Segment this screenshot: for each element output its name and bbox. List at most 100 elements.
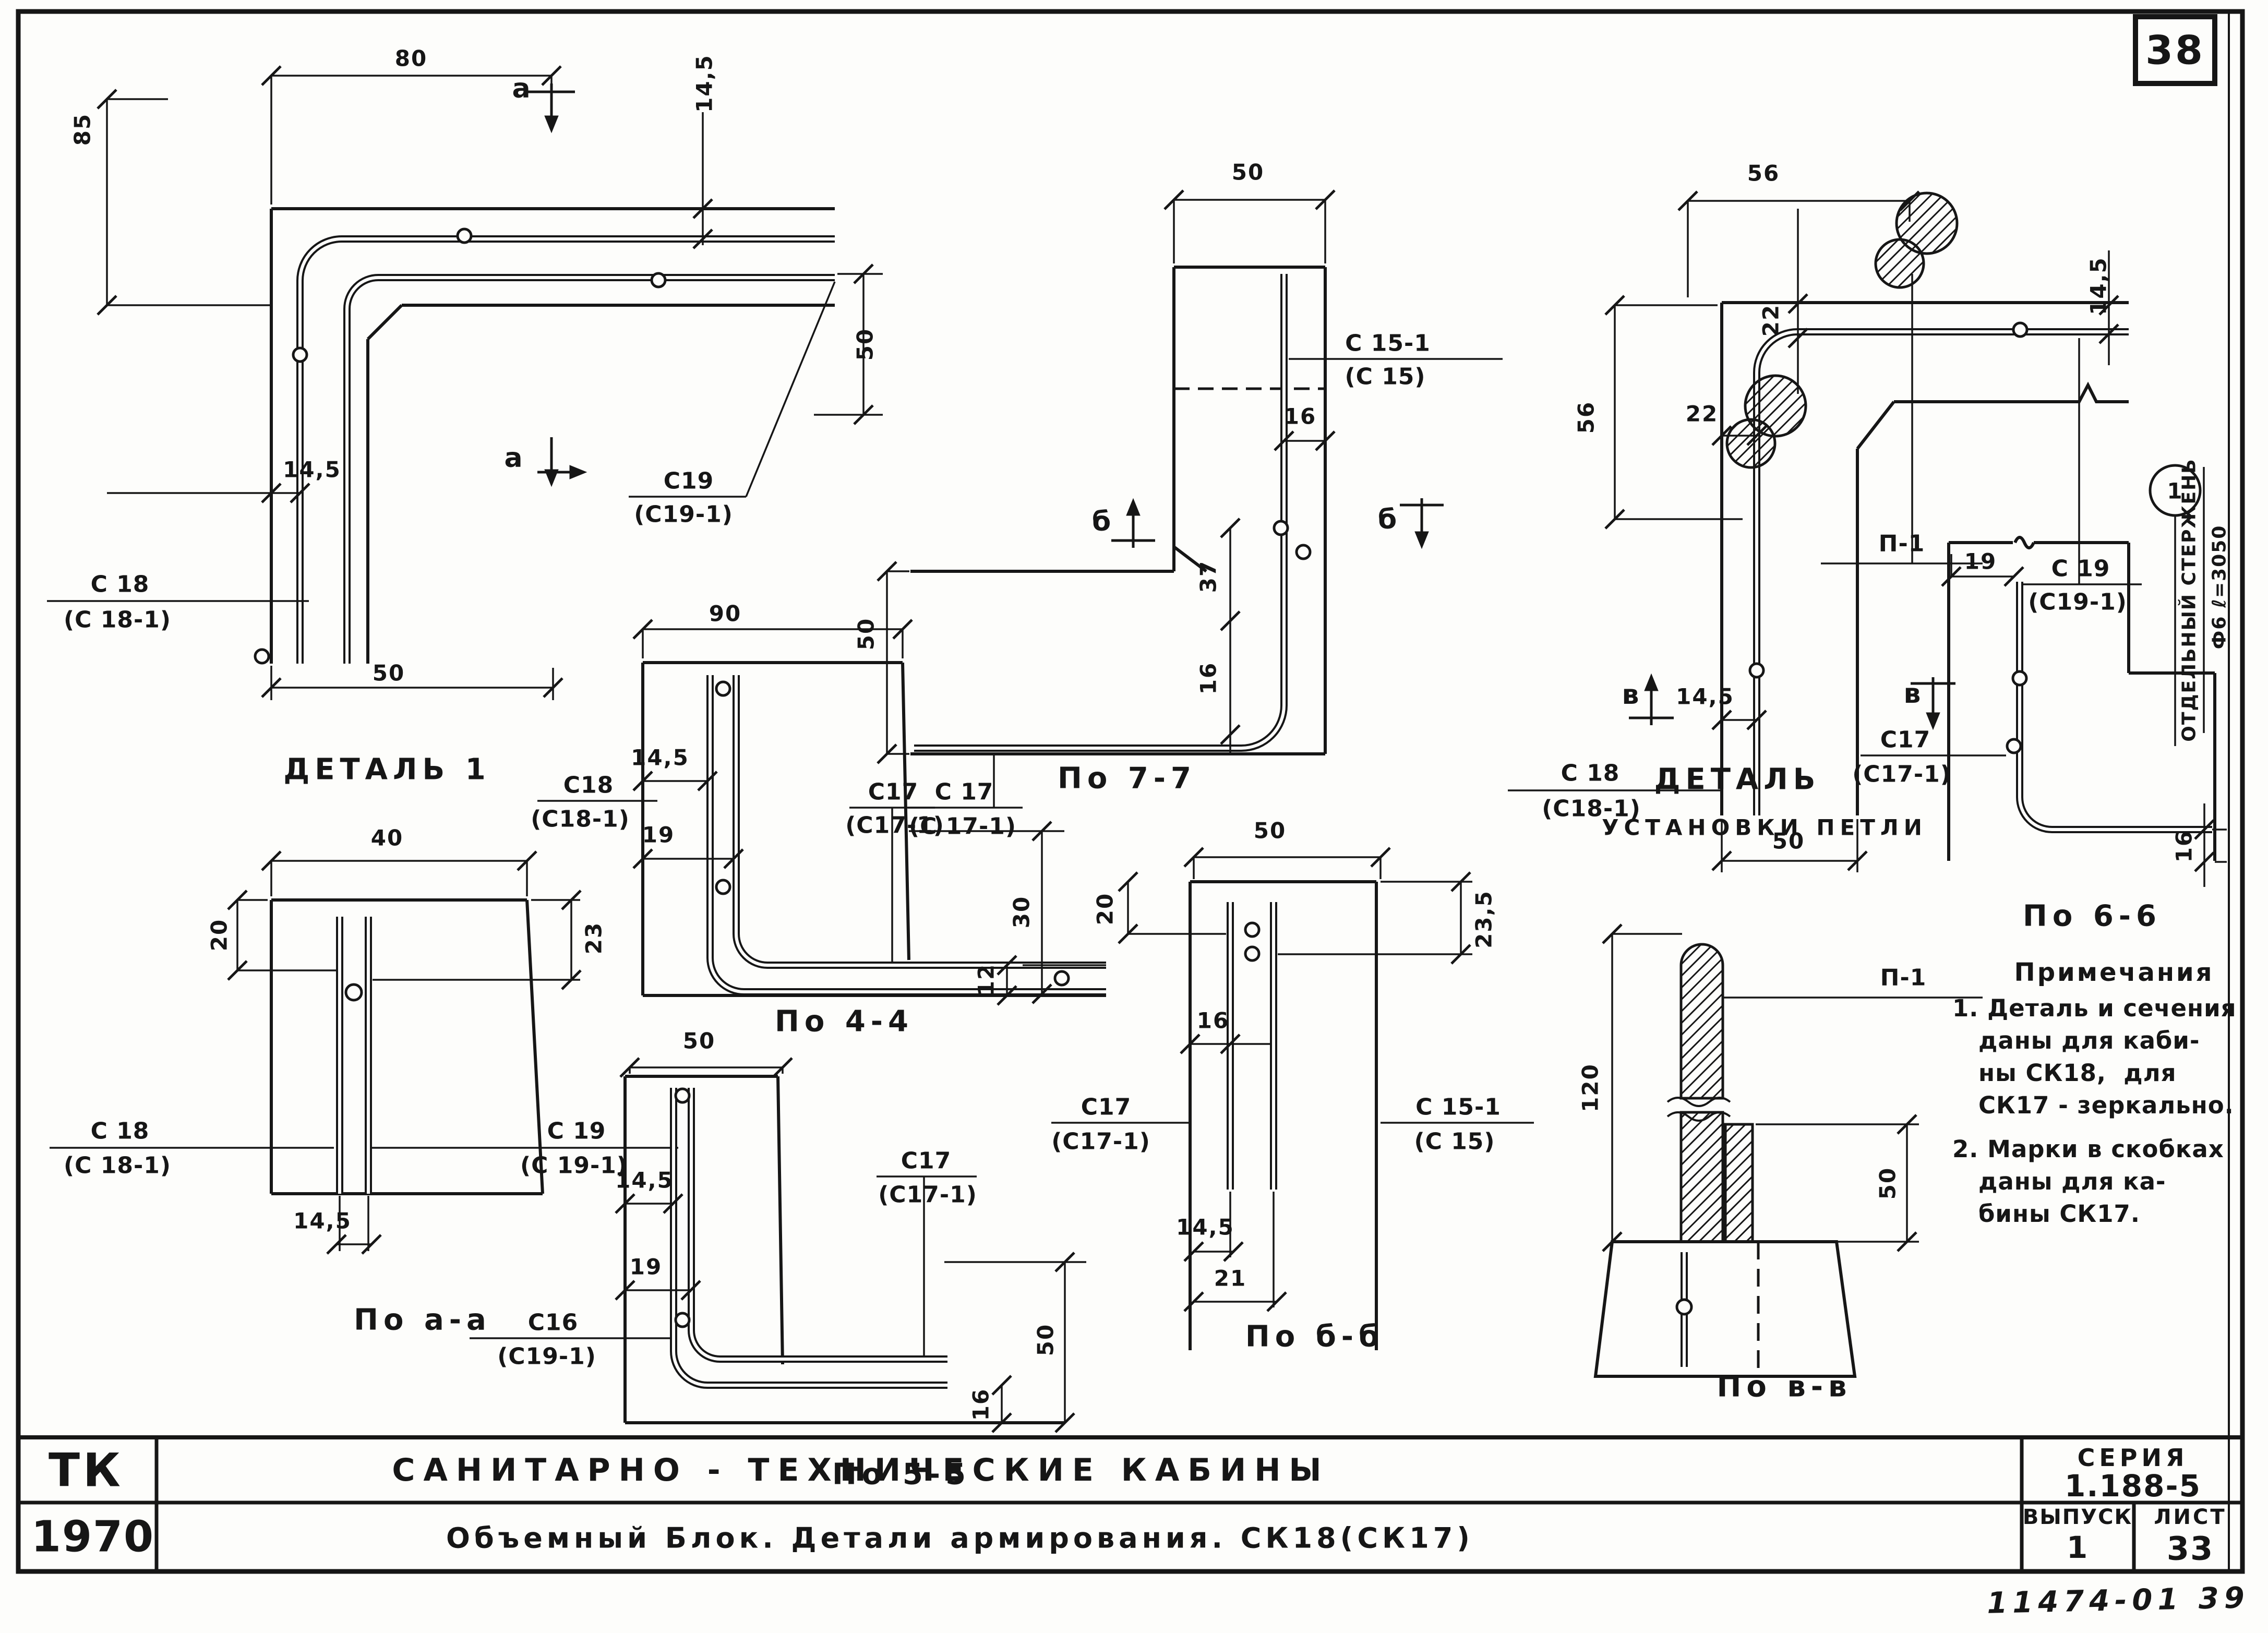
poaa-dim-right: 23 xyxy=(581,921,607,955)
titleblock-org: ТК xyxy=(49,1443,124,1497)
notes-title: Примечания xyxy=(2014,958,2214,987)
po55-mark-c17-bottom: (С17-1) xyxy=(878,1181,977,1208)
po55-mark-c16-top: С16 xyxy=(527,1309,579,1336)
poaa-caption: По а-а xyxy=(354,1303,491,1337)
poaa-dim-top: 40 xyxy=(370,825,404,851)
povv-dim-left: 120 xyxy=(1577,1063,1603,1112)
titleblock-issue-label: ВЫПУСК xyxy=(2022,1505,2133,1529)
titleblock-year: 1970 xyxy=(31,1512,155,1562)
hinge-mark-c19-bottom: (С19-1) xyxy=(2028,589,2127,616)
po44-mark-c18-bottom: (С18-1) xyxy=(531,806,630,833)
hinge-dim-left: 56 xyxy=(1573,401,1599,434)
po77-dim-37: 37 xyxy=(1195,560,1221,593)
hinge-caption-line1: ДЕТАЛЬ xyxy=(1654,762,1821,797)
po66-dim-16: 16 xyxy=(2171,830,2197,863)
po55-caption: По 5-5 xyxy=(832,1457,971,1492)
po77-dim-top: 50 xyxy=(1231,159,1265,185)
hinge-dim-top: 56 xyxy=(1747,160,1780,186)
hinge-rod-note-line2: Ф6 ℓ=3050 xyxy=(2209,524,2230,650)
po66-caption: По 6-6 xyxy=(2022,899,2162,933)
po44-caption: По 4-4 xyxy=(774,1004,914,1039)
hinge-mark-c19-top: С 19 xyxy=(2051,555,2110,582)
titleblock-sheet-value: 33 xyxy=(2166,1529,2214,1568)
detail1-mark-c18-bottom: (С 18-1) xyxy=(64,606,171,633)
po77-cut-b-left: б xyxy=(1091,506,1112,537)
po44-mark-c18-top: С18 xyxy=(563,772,614,799)
poaa-mark-c18-top: С 18 xyxy=(90,1118,150,1145)
po44-dim-top: 90 xyxy=(709,601,742,627)
hinge-cut-v-left: в xyxy=(1622,679,1640,711)
po77-mark-c17-top: С 17 xyxy=(934,778,994,806)
po77-dim-16a: 16 xyxy=(1283,403,1317,429)
povv-caption: По в-в xyxy=(1717,1370,1852,1404)
po44-dim-12: 12 xyxy=(973,963,999,996)
detail1-mark-c19-bottom: (С19-1) xyxy=(634,501,733,528)
detail1-dim-right: 50 xyxy=(852,328,878,361)
titleblock-sheet-label: ЛИСТ xyxy=(2154,1505,2227,1529)
po66-mark-c17-top: С17 xyxy=(1880,726,1931,753)
pobb-mark-c17-bottom: (С17-1) xyxy=(1051,1128,1150,1155)
titleblock-subtitle: Объемный Блок. Детали армирования. СК18(… xyxy=(446,1521,1474,1555)
po55-dim-19: 19 xyxy=(629,1254,663,1280)
detail1-cover-left: 14,5 xyxy=(283,457,341,483)
po44-dim-19: 19 xyxy=(642,822,675,848)
pobb-mark-c15-bottom: (С 15) xyxy=(1414,1128,1495,1155)
hinge-mark-c18-top: С 18 xyxy=(1561,760,1620,787)
detail1-dim-top: 80 xyxy=(394,45,428,71)
detail1-mark-c18-top: С 18 xyxy=(90,571,150,598)
hinge-cover-left: 14,5 xyxy=(1676,683,1734,710)
detail1-caption: ДЕТАЛЬ 1 xyxy=(283,752,491,787)
hinge-rod-note-line1: ОТДЕЛЬНЫЙ СТЕРЖЕНЬ xyxy=(2178,458,2200,742)
titleblock-series-label: СЕРИЯ xyxy=(2077,1444,2189,1472)
pobb-dim-top: 50 xyxy=(1253,818,1287,844)
pobb-dim-16: 16 xyxy=(1196,1007,1230,1034)
pobb-caption: По б-б xyxy=(1245,1319,1385,1354)
pobb-dim-145: 14,5 xyxy=(1176,1214,1234,1240)
detail1-cut-a-bottom: а xyxy=(504,442,524,474)
pobb-dim-left: 20 xyxy=(1092,892,1118,926)
po77-dim-left: 50 xyxy=(853,617,879,651)
po55-mark-c17-top: С17 xyxy=(901,1147,952,1174)
detail1-dim-left: 85 xyxy=(69,113,95,146)
po55-dim-16: 16 xyxy=(968,1388,994,1421)
detail1-cover-top: 14,5 xyxy=(691,54,717,113)
hinge-mark-c18-bottom: (С18-1) xyxy=(1542,795,1641,822)
po55-dim-145: 14,5 xyxy=(615,1167,674,1193)
po77-dim-16b: 16 xyxy=(1195,662,1221,695)
titleblock-issue-value: 1 xyxy=(2066,1530,2089,1565)
po77-mark-c15-bottom: (С 15) xyxy=(1345,363,1426,390)
po44-dim-145: 14,5 xyxy=(631,745,689,771)
povv-dim-right: 50 xyxy=(1875,1167,1901,1200)
poaa-mark-c19-top: С 19 xyxy=(547,1118,606,1145)
po44-mark-c17-top: С17 xyxy=(868,778,919,806)
hinge-caption-line2: УСТАНОВКИ ПЕТЛИ xyxy=(1602,814,1927,840)
hinge-mark-p1: П-1 xyxy=(1878,530,1925,557)
po77-caption: По 7-7 xyxy=(1057,761,1197,796)
po44-mark-c17-bottom: (С17-1) xyxy=(845,812,944,839)
hinge-dim-22b: 22 xyxy=(1685,401,1719,427)
hinge-cut-v-right: в xyxy=(1903,678,1922,710)
pobb-dim-right: 23,5 xyxy=(1471,890,1497,948)
po66-mark-c17-bottom: (С17-1) xyxy=(1852,761,1951,788)
po77-cut-b-right: б xyxy=(1377,504,1398,535)
pobb-mark-c15-top: С 15-1 xyxy=(1415,1094,1501,1121)
detail1-dim-bottom: 50 xyxy=(372,660,405,686)
detail1-cut-a-top: а xyxy=(512,73,532,104)
hinge-dim-22a: 22 xyxy=(1758,304,1784,337)
po77-mark-c15-top: С 15-1 xyxy=(1345,330,1431,357)
po44-dim-right: 30 xyxy=(1009,895,1035,929)
hinge-cover-right: 14,5 xyxy=(2085,257,2111,315)
pobb-mark-c17-top: С17 xyxy=(1081,1094,1132,1121)
po55-mark-c16-bottom: (С19-1) xyxy=(497,1343,596,1370)
po77-mark-c17-bottom: (С 17-1) xyxy=(909,813,1016,840)
hinge-callout-1: 1 xyxy=(2167,478,2183,504)
detail1-mark-c19-top: С19 xyxy=(663,467,714,495)
pobb-dim-21: 21 xyxy=(1214,1265,1247,1291)
titleblock-title: САНИТАРНО - ТЕХНИЧЕСКИЕ КАБИНЫ xyxy=(392,1452,1330,1488)
po55-dim-right: 50 xyxy=(1033,1323,1059,1356)
notes-item-1: 1. Деталь и сечения да­ны для каби- ны С… xyxy=(1952,994,2237,1120)
sheet-page-number: 38 xyxy=(2145,27,2205,74)
poaa-dim-bottom: 14,5 xyxy=(293,1208,352,1234)
hinge-dim-bottom: 50 xyxy=(1772,828,1805,854)
